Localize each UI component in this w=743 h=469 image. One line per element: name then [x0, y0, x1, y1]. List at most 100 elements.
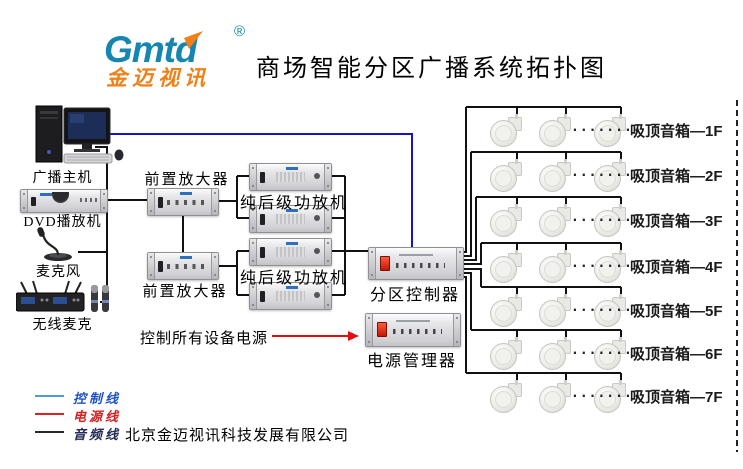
label-power-amp-group-1: 纯后级功放机 — [240, 195, 349, 212]
speaker-cone — [539, 165, 566, 192]
speaker-terminal — [515, 380, 518, 385]
speaker-cone — [490, 210, 517, 237]
wireless-mic-icon — [16, 280, 109, 312]
faceplate-text — [399, 254, 433, 256]
floor-label: 吸顶音箱—1F — [630, 123, 723, 140]
vent-grille — [276, 214, 305, 225]
preamp-1-icon — [147, 188, 219, 216]
ceiling-speaker-icon — [539, 159, 573, 192]
speaker-terminal — [619, 159, 622, 164]
rack-ear — [148, 253, 155, 279]
speaker-terminal — [564, 380, 567, 385]
speaker-cone — [490, 120, 517, 147]
desktop-computer-icon — [35, 105, 124, 164]
preamp-2-icon — [147, 252, 219, 280]
ellipsis-dots: ........ — [571, 386, 642, 401]
brand-chip — [39, 193, 52, 196]
speaker-terminal — [564, 159, 567, 164]
rack-ear — [456, 248, 463, 279]
rack-ear — [324, 239, 331, 265]
company-name: 北京金迈视讯科技发展有限公司 — [125, 428, 350, 444]
volume-knob — [314, 215, 320, 222]
power-line-swatch — [35, 413, 64, 415]
rack-ear — [366, 314, 373, 346]
ceiling-speaker-icon — [539, 337, 573, 370]
label-power-amp-group-2: 纯后级功放机 — [240, 270, 349, 287]
brand-chip — [179, 192, 192, 195]
ceiling-speaker-icon — [490, 337, 524, 370]
ceiling-speaker-icon — [490, 159, 524, 192]
ceiling-speaker-icon — [539, 380, 573, 413]
rack-ear — [250, 239, 257, 265]
logo-chinese-name: 金迈视讯 — [106, 66, 210, 88]
ceiling-speaker-icon — [539, 250, 573, 283]
legend-label: 电源线 — [73, 409, 122, 424]
speaker-terminal — [515, 114, 518, 119]
rack-ear — [324, 164, 331, 190]
volume-knob — [314, 292, 320, 299]
ceiling-speaker-icon — [539, 294, 573, 327]
speaker-cone — [490, 165, 517, 192]
label-zone-controller: 分区控制器 — [369, 287, 460, 304]
label-power-manager: 电源管理器 — [366, 353, 457, 370]
speaker-terminal — [515, 204, 518, 209]
ceiling-speaker-icon — [490, 294, 524, 327]
disc-tray — [51, 192, 69, 203]
ceiling-speaker-icon — [490, 114, 524, 147]
brand-chip — [286, 242, 299, 245]
rack-ear — [211, 253, 218, 279]
knob-row — [167, 199, 205, 205]
legend-label: 音频线 — [73, 427, 122, 442]
power-arrow-head — [348, 331, 359, 341]
label-microphone: 麦克风 — [36, 265, 81, 280]
floor-label: 吸顶音箱—4F — [630, 259, 723, 276]
rack-ear — [148, 189, 155, 215]
speaker-cone — [490, 300, 517, 327]
company-logo: Gmtd ® 金迈视讯 — [104, 23, 245, 88]
speaker-terminal — [564, 250, 567, 255]
ceiling-speaker-icon — [539, 204, 573, 237]
gooseneck-microphone-icon — [37, 227, 72, 261]
speaker-cone — [539, 386, 566, 413]
speaker-cone — [539, 256, 566, 283]
brand-chip — [286, 167, 299, 170]
brand-chip — [179, 256, 192, 259]
rack-ear — [369, 248, 376, 279]
volume-knob — [314, 248, 320, 255]
button-cluster — [80, 198, 97, 203]
red-power-switch — [380, 256, 390, 271]
dvd-player-icon — [20, 189, 108, 213]
knob-row — [167, 263, 205, 269]
speaker-terminal — [564, 114, 567, 119]
floor-label: 吸顶音箱—3F — [630, 213, 723, 230]
logo-registered-mark: ® — [234, 23, 245, 40]
speaker-cone — [594, 386, 621, 413]
speaker-cone — [539, 300, 566, 327]
label-dvd-player: DVD播放机 — [23, 215, 102, 230]
ceiling-speaker-icon — [490, 250, 524, 283]
speaker-cone — [539, 120, 566, 147]
floor-label: 吸顶音箱—7F — [630, 389, 723, 406]
power-switch — [260, 290, 265, 302]
ceiling-speaker-icon — [594, 380, 628, 413]
page-title: 商场智能分区广播系统拓扑图 — [256, 56, 607, 82]
speaker-terminal — [515, 250, 518, 255]
audio-line-swatch — [35, 431, 64, 433]
rack-ear — [453, 314, 460, 346]
power-switch — [31, 196, 36, 206]
speaker-terminal — [564, 204, 567, 209]
ceiling-speaker-icon — [490, 380, 524, 413]
control-line-swatch — [35, 395, 64, 397]
label-preamp-2: 前置放大器 — [142, 284, 228, 300]
floor-label: 吸顶音箱—2F — [630, 168, 723, 185]
power-control-note: 控制所有设备电源 — [140, 331, 269, 347]
speaker-terminal — [515, 294, 518, 299]
speaker-cone — [539, 343, 566, 370]
indicator-leds — [396, 262, 445, 268]
speaker-cone — [490, 386, 517, 413]
speaker-terminal — [619, 337, 622, 342]
speaker-terminal — [515, 159, 518, 164]
power-switch — [158, 260, 163, 272]
power-manager-icon — [365, 313, 461, 347]
speaker-cone — [490, 256, 517, 283]
